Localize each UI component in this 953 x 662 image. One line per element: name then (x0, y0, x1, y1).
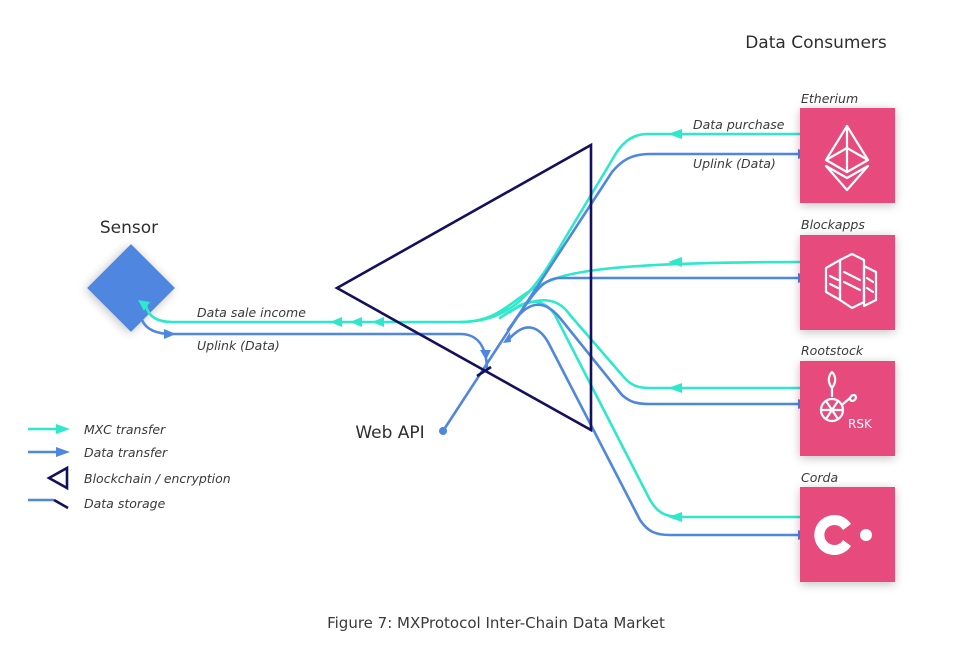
data-line-blockapps (506, 276, 802, 332)
legend-label-mxc-transfer: MXC transfer (84, 422, 166, 437)
data-line-web-api (441, 152, 802, 433)
consumer-label-blockapps: Blockapps (801, 217, 865, 232)
mxc-arrowhead-2 (350, 317, 362, 327)
corda-icon (814, 515, 872, 555)
legend-item-mxc-transfer: MXC transfer (28, 422, 166, 437)
mxc-arrowhead-sensor (138, 300, 150, 311)
data-purchase-label: Data purchase (693, 117, 785, 132)
legend-item-data-transfer: Data transfer (28, 445, 168, 460)
web-api-dot[interactable] (439, 427, 447, 435)
mxc-transfer-lines (138, 129, 802, 522)
mxc-arrowhead-etherium (668, 129, 682, 139)
consumer-label-etherium: Etherium (801, 91, 858, 106)
legend-label-data-storage: Data storage (84, 496, 166, 511)
blockchain-triangle (334, 142, 593, 433)
mxc-arrowhead-blockapps (668, 257, 682, 267)
sensor-node (87, 244, 175, 332)
consumer-box-rootstock (800, 361, 895, 456)
legend: MXC transfer Data transfer Blockchain / … (28, 422, 231, 511)
consumer-rootstock: Rootstock RSK (800, 343, 895, 456)
rsk-icon-text: RSK (848, 417, 873, 431)
storage-tick-icon (53, 498, 69, 510)
blockapps-icon (824, 252, 878, 310)
consumer-box-blockapps (800, 235, 895, 330)
legend-label-blockchain: Blockchain / encryption (84, 471, 231, 486)
consumer-label-corda: Corda (801, 470, 838, 485)
blue-arrow-icon (56, 447, 70, 457)
data-arrowhead-webapi (503, 332, 511, 343)
data-sale-income-label: Data sale income (197, 305, 306, 320)
consumer-etherium: Etherium (800, 91, 895, 203)
mxc-arrowhead-1 (330, 317, 342, 327)
figure-caption: Figure 7: MXProtocol Inter-Chain Data Ma… (327, 614, 665, 632)
mxc-line-etherium (458, 132, 802, 324)
mxc-arrowhead-corda (668, 512, 682, 522)
data-storage-tick (476, 365, 492, 378)
consumer-corda: Corda (800, 470, 895, 582)
web-api-label: Web API (355, 423, 424, 443)
consumer-box-corda (800, 487, 895, 582)
data-line-corda (508, 326, 802, 537)
mxc-arrowhead-rootstock (668, 383, 682, 393)
ethereum-icon (824, 124, 870, 192)
sensor-label: Sensor (100, 218, 158, 238)
etherium-uplink-label: Uplink (Data) (693, 156, 776, 171)
legend-label-data-transfer: Data transfer (84, 445, 168, 460)
triangle-icon (46, 465, 69, 491)
sensor-uplink-label: Uplink (Data) (197, 338, 280, 353)
data-arrowhead-storage (480, 350, 491, 360)
consumer-blockapps: Blockapps (800, 217, 895, 330)
data-line-rootstock (513, 303, 802, 406)
cyan-arrow-icon (56, 424, 70, 434)
legend-item-data-storage: Data storage (28, 496, 166, 511)
mxc-arrowhead-3 (372, 317, 384, 327)
rsk-icon: RSK (819, 370, 873, 431)
legend-item-blockchain: Blockchain / encryption (46, 465, 231, 491)
mxc-line-rootstock (498, 299, 802, 390)
data-consumers-heading: Data Consumers (745, 33, 887, 53)
consumer-label-rootstock: Rootstock (801, 343, 864, 358)
data-arrowhead-sensor (164, 329, 176, 339)
data-transfer-lines (140, 149, 812, 540)
